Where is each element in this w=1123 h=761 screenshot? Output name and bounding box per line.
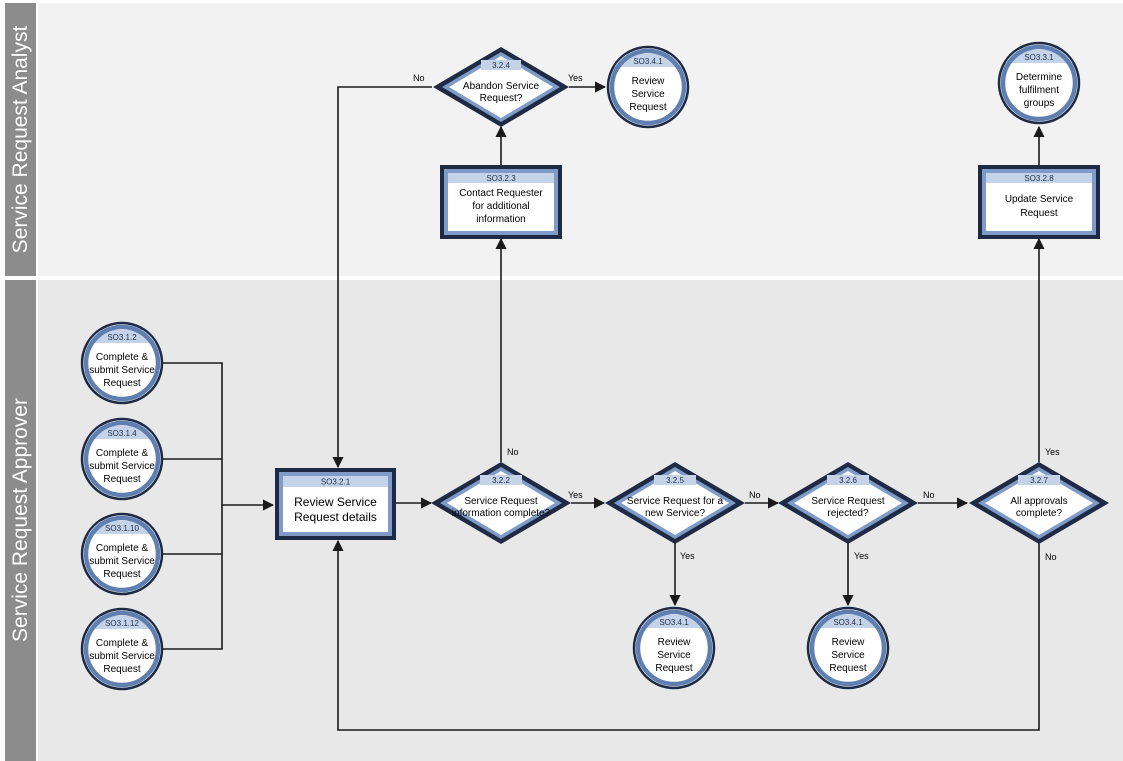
node-text-line: new Service? [645, 508, 705, 519]
node-text-line: Request [629, 102, 666, 113]
node-code: 3.2.4 [492, 61, 510, 70]
node-text-line: Request [829, 663, 866, 674]
node-code: SO3.4.1 [833, 618, 863, 627]
edge-312-merge [162, 362, 223, 505]
edge-label-yes-322: Yes [568, 490, 583, 500]
edge-label-yes-325: Yes [680, 551, 695, 561]
node-text-line: submit Service [89, 651, 155, 662]
edge-label-yes-324: Yes [568, 73, 583, 83]
node-text-line: submit Service [89, 556, 155, 567]
node-code: SO3.1.4 [107, 429, 137, 438]
node-text-line: Request details [294, 510, 377, 524]
node-text-line: Service Request [811, 496, 885, 507]
node-code: 3.2.5 [666, 476, 684, 485]
decision-3-2-2[interactable]: 3.2.2 Service Request information comple… [431, 462, 571, 544]
node-text-line: Service [831, 650, 865, 661]
node-code: SO3.4.1 [659, 618, 689, 627]
node-text-line: Service Request for a [627, 496, 724, 507]
node-text-line: Review [632, 76, 666, 87]
edge-3112-merge [162, 505, 223, 650]
lane-label-approver: Service Request Approver [9, 398, 32, 642]
node-code: SO3.1.2 [107, 333, 137, 342]
node-text-line: Request [103, 569, 140, 580]
edge-label-no-327: No [1045, 552, 1057, 562]
node-code: 3.2.2 [492, 476, 510, 485]
edge-label-yes-326: Yes [854, 551, 869, 561]
edge-labels: No Yes No Yes No Yes No Yes Yes No [413, 73, 1060, 562]
process-so3-2-8[interactable]: SO3.2.8 Update Service Request [978, 165, 1100, 239]
node-code: SO3.1.10 [105, 524, 139, 533]
node-text-line: Service [631, 89, 665, 100]
node-text-line: Complete & [96, 543, 149, 554]
node-text-line: for additional [472, 201, 529, 212]
node-text-line: Contact Requester [459, 188, 543, 199]
node-text-line: Service [657, 650, 691, 661]
start-event-so3-1-10[interactable]: SO3.1.10 Complete & submit Service Reque… [80, 512, 164, 596]
node-text-line: Request [655, 663, 692, 674]
node-text-line: Request [103, 474, 140, 485]
node-text-line: Determine [1016, 72, 1063, 83]
connectors [162, 81, 1045, 731]
node-code: 3.2.7 [1030, 476, 1048, 485]
process-so3-2-1[interactable]: SO3.2.1 Review Service Request details [275, 468, 396, 540]
node-text-line: information complete? [452, 508, 551, 519]
node-text-line: Service Request [464, 496, 538, 507]
node-text-line: complete? [1016, 508, 1063, 519]
end-event-so3-4-1-new-service[interactable]: SO3.4.1 Review Service Request [632, 606, 716, 690]
process-so3-2-3[interactable]: SO3.2.3 Contact Requester for additional… [440, 165, 562, 239]
lane-label-analyst: Service Request Analyst [9, 26, 32, 254]
decision-3-2-4[interactable]: 3.2.4 Abandon Service Request? [433, 47, 569, 127]
edge-label-yes-327: Yes [1045, 447, 1060, 457]
node-text-line: fulfilment [1019, 85, 1059, 96]
node-text-line: Request? [480, 93, 523, 104]
decision-3-2-7[interactable]: 3.2.7 All approvals complete? [969, 462, 1109, 544]
node-code: SO3.1.12 [105, 619, 139, 628]
node-text-line: information [476, 214, 525, 225]
edge-label-no-326: No [923, 490, 935, 500]
node-code: SO3.2.8 [1024, 174, 1054, 183]
node-text-line: rejected? [827, 508, 869, 519]
node-text-line: Complete & [96, 448, 149, 459]
lane-approver: Service Request Approver [5, 280, 1123, 761]
node-text-line: Complete & [96, 352, 149, 363]
node-code: SO3.2.3 [486, 174, 516, 183]
node-text-line: Abandon Service [463, 81, 540, 92]
node-text-line: Complete & [96, 638, 149, 649]
end-event-so3-3-1[interactable]: SO3.3.1 Determine fulfilment groups [997, 41, 1081, 125]
start-event-so3-1-2[interactable]: SO3.1.2 Complete & submit Service Reques… [80, 321, 164, 405]
node-code: SO3.4.1 [633, 57, 663, 66]
node-text-line: submit Service [89, 365, 155, 376]
end-event-so3-4-1-rejected[interactable]: SO3.4.1 Review Service Request [806, 606, 890, 690]
edge-324-no-to-321 [332, 86, 432, 469]
node-text-line: All approvals [1010, 496, 1067, 507]
node-text-line: Request [103, 664, 140, 675]
node-text-line: Request [103, 378, 140, 389]
node-text-line: Update Service [1005, 194, 1074, 205]
node-text-line: groups [1024, 98, 1055, 109]
node-code: 3.2.6 [839, 476, 857, 485]
node-text-line: Review Service [294, 495, 377, 509]
node-text-line: Review [658, 637, 692, 648]
node-text-line: Review [832, 637, 866, 648]
node-code: SO3.2.1 [321, 478, 351, 487]
decision-3-2-5[interactable]: 3.2.5 Service Request for a new Service? [605, 462, 745, 544]
edge-label-no-322: No [507, 447, 519, 457]
node-text-line: Request [1020, 208, 1057, 219]
decision-3-2-6[interactable]: 3.2.6 Service Request rejected? [778, 462, 918, 544]
lane-analyst: Service Request Analyst [5, 3, 1123, 276]
node-text-line: submit Service [89, 461, 155, 472]
start-event-so3-1-4[interactable]: SO3.1.4 Complete & submit Service Reques… [80, 417, 164, 501]
edge-label-no-324: No [413, 73, 425, 83]
edge-label-no-325: No [749, 490, 761, 500]
node-code: SO3.3.1 [1024, 53, 1054, 62]
edge-327-no-to-321 [332, 539, 1040, 731]
start-event-so3-1-12[interactable]: SO3.1.12 Complete & submit Service Reque… [80, 607, 164, 691]
end-event-so3-4-1-analyst[interactable]: SO3.4.1 Review Service Request [606, 45, 690, 129]
